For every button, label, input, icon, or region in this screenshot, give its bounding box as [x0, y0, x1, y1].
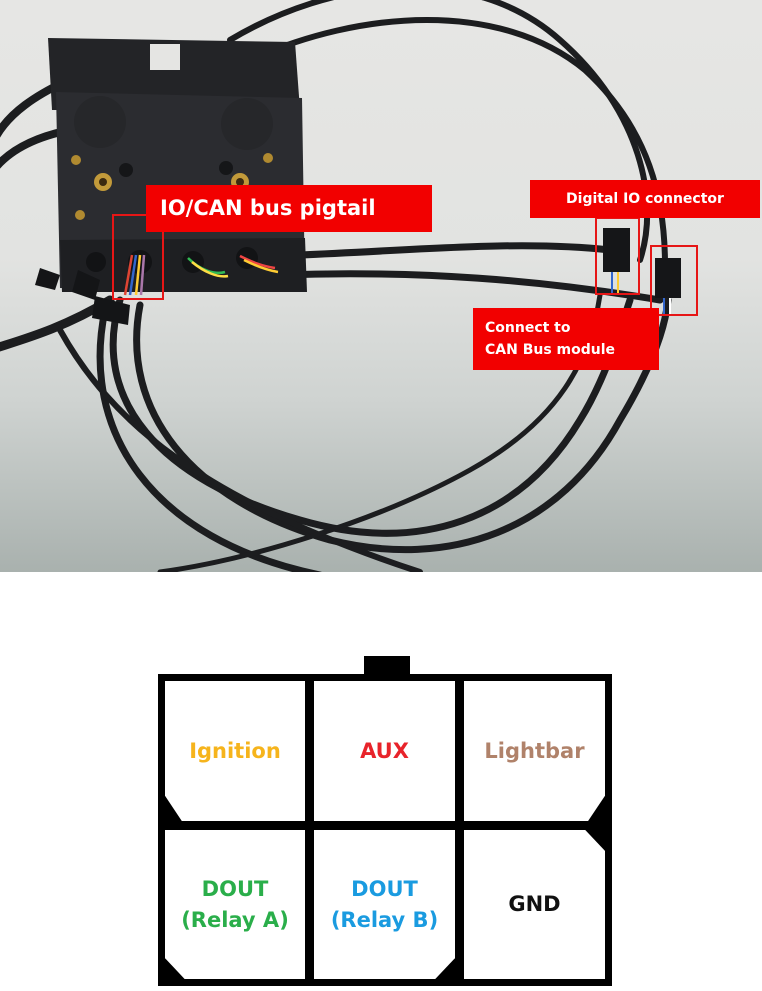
pin-dout-relay-a-line1: DOUT: [201, 876, 269, 901]
digital-io-highlight: [595, 217, 640, 295]
pin-lightbar: Lightbar: [464, 681, 605, 821]
can-bus-label-line1: Connect to: [485, 320, 571, 336]
pin-dout-relay-b-line1: DOUT: [351, 876, 418, 901]
can-bus-label: Connect to CAN Bus module: [473, 308, 659, 370]
connector-housing: Ignition AUX Lightbar DOUT (Relay A) DOU…: [158, 674, 612, 986]
connector-latch: [364, 656, 410, 676]
pin-dout-relay-a: DOUT (Relay A): [165, 830, 305, 979]
pin-dout-relay-b-line2: (Relay B): [330, 907, 439, 932]
digital-io-label: Digital IO connector: [530, 180, 760, 218]
pin-ignition: Ignition: [165, 681, 305, 821]
pin-gnd-label: GND: [508, 892, 561, 916]
can-bus-label-line2: CAN Bus module: [485, 342, 616, 358]
pin-dout-relay-b-text: DOUT (Relay B): [331, 874, 438, 936]
pin-dout-relay-a-text: DOUT (Relay A): [181, 874, 289, 936]
pin-lightbar-label: Lightbar: [484, 738, 585, 763]
pigtail-highlight: [112, 214, 164, 300]
pin-ignition-label: Ignition: [189, 738, 281, 763]
pigtail-label: IO/CAN bus pigtail: [146, 185, 432, 232]
pin-aux: AUX: [314, 681, 455, 821]
pin-aux-label: AUX: [360, 738, 409, 763]
pin-gnd: GND: [464, 830, 605, 979]
pin-dout-relay-b: DOUT (Relay B): [314, 830, 455, 979]
pin-dout-relay-a-line2: (Relay A): [181, 907, 289, 932]
can-connector-highlight: [650, 245, 698, 316]
hardware-photo: IO/CAN bus pigtail Digital IO connector …: [0, 0, 762, 572]
